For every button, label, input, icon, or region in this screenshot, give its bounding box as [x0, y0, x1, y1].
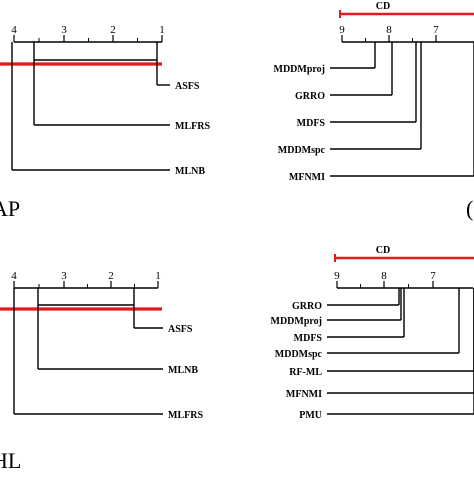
- method-label: ASFS: [168, 324, 193, 335]
- method-asfs: ASFS: [156, 42, 200, 92]
- method-mlfrs: MLFRS: [33, 42, 210, 132]
- cd-label: CD: [376, 1, 390, 12]
- method-pmu: PMU: [299, 288, 474, 421]
- method-label: MDDMspc: [275, 349, 323, 360]
- method-label: ASFS: [175, 81, 200, 92]
- panel-caption: HL: [0, 448, 21, 473]
- method-mdfs: MDFS: [297, 42, 417, 129]
- method-mfnmi: MFNMI: [289, 42, 474, 183]
- method-label: MDDMspc: [278, 145, 326, 156]
- method-label: MDDMproj: [274, 64, 325, 75]
- method-label: MFNMI: [286, 389, 322, 400]
- method-label: MDDMproj: [271, 316, 322, 327]
- tick-label: 7: [430, 270, 436, 282]
- tick-label: 9: [334, 270, 340, 282]
- method-label: MLNB: [168, 365, 198, 376]
- cropped-glyph: (: [466, 196, 473, 221]
- method-label: GRRO: [295, 91, 325, 102]
- tick-label: 3: [61, 24, 67, 36]
- method-label: MLNB: [175, 166, 205, 177]
- method-grro: GRRO: [292, 288, 400, 312]
- method-label: PMU: [299, 410, 322, 421]
- panel-caption: AP: [0, 196, 20, 221]
- method-rf-ml: RF-ML: [289, 288, 474, 378]
- tick-label: 1: [159, 24, 165, 36]
- method-asfs: ASFS: [133, 288, 193, 335]
- tick-label: 4: [11, 270, 17, 282]
- method-label: MFNMI: [289, 172, 325, 183]
- method-mddmproj: MDDMproj: [271, 288, 402, 327]
- method-label: RF-ML: [289, 367, 322, 378]
- method-label: MLFRS: [168, 410, 203, 421]
- method-mfnmi: MFNMI: [286, 288, 474, 400]
- tick-label: 1: [155, 270, 161, 282]
- tick-label: 2: [108, 270, 114, 282]
- tick-label: 4: [11, 24, 17, 36]
- tick-label: 9: [339, 24, 345, 36]
- method-mlfrs: MLFRS: [13, 288, 203, 421]
- method-mddmproj: MDDMproj: [274, 42, 376, 75]
- method-label: MDFS: [294, 333, 323, 344]
- cd-label: CD: [376, 245, 390, 256]
- method-grro: GRRO: [295, 42, 393, 102]
- method-label: MLFRS: [175, 121, 210, 132]
- method-mlnb: MLNB: [37, 288, 198, 376]
- tick-label: 3: [61, 270, 67, 282]
- tick-label: 7: [433, 24, 439, 36]
- method-mdfs: MDFS: [294, 288, 405, 344]
- method-label: GRRO: [292, 301, 322, 312]
- method-label: MDFS: [297, 118, 326, 129]
- method-mlnb: MLNB: [11, 42, 205, 177]
- tick-label: 8: [381, 270, 387, 282]
- tick-label: 2: [110, 24, 116, 36]
- method-mddmspc: MDDMspc: [275, 288, 460, 360]
- tick-label: 8: [386, 24, 392, 36]
- method-mddmspc: MDDMspc: [278, 42, 422, 156]
